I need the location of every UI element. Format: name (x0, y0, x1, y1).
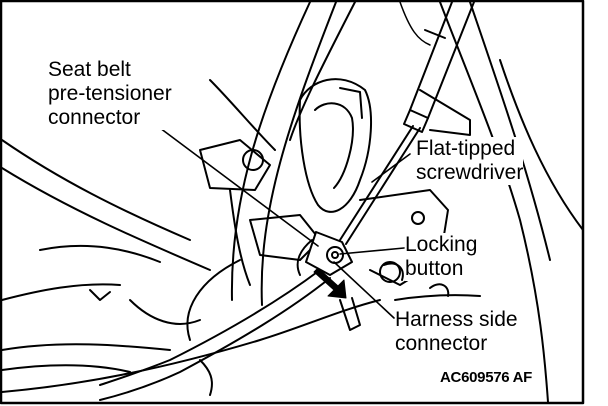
removal-arrow (313, 267, 347, 299)
screwdriver-drawing (339, 1, 475, 245)
figure-code: AC609576 AF (438, 369, 535, 386)
pillar-trim (230, 1, 584, 403)
leader-lines (159, 127, 411, 319)
seat-belt-connector-label: Seat belt pre-tensioner connector (48, 58, 172, 130)
screwdriver-label: Flat-tipped screwdriver (416, 137, 524, 185)
locking-button-label: Locking button (405, 233, 478, 281)
wire-harness (1, 259, 481, 401)
harness-connector-label: Harness side connector (395, 308, 518, 356)
body-panel (1, 79, 276, 301)
figure-frame (0, 0, 585, 405)
